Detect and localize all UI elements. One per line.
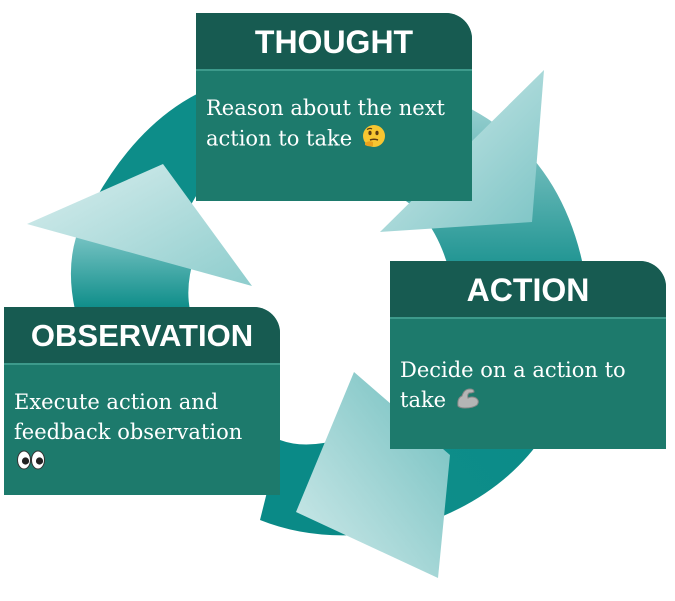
action-card-title: ACTION <box>390 261 666 319</box>
eyes-icon <box>16 449 46 479</box>
thought-card-title: THOUGHT <box>196 13 472 71</box>
action-title-text: ACTION <box>466 272 590 308</box>
thought-card-body: Reason about the next action to take <box>196 71 472 157</box>
action-body-text: Decide on a action to take <box>400 358 626 412</box>
action-card-body: Decide on a action to take <box>390 319 666 418</box>
observation-card-title: OBSERVATION <box>4 307 280 365</box>
observation-card-body: Execute action and feedback observation <box>4 365 280 479</box>
thought-title-text: THOUGHT <box>254 24 414 60</box>
arrowhead-left <box>27 164 252 286</box>
flexed-biceps-icon <box>455 386 481 418</box>
thought-body-text: Reason about the next action to take <box>206 96 445 151</box>
observation-body-text: Execute action and feedback observation <box>14 390 243 444</box>
action-card: ACTION Decide on a action to take <box>390 261 666 449</box>
thought-card: THOUGHT Reason about the next action to … <box>196 13 472 201</box>
observation-title-text: OBSERVATION <box>30 318 254 353</box>
observation-card: OBSERVATION Execute action and feedback … <box>4 307 280 495</box>
thinking-face-icon <box>361 123 387 157</box>
